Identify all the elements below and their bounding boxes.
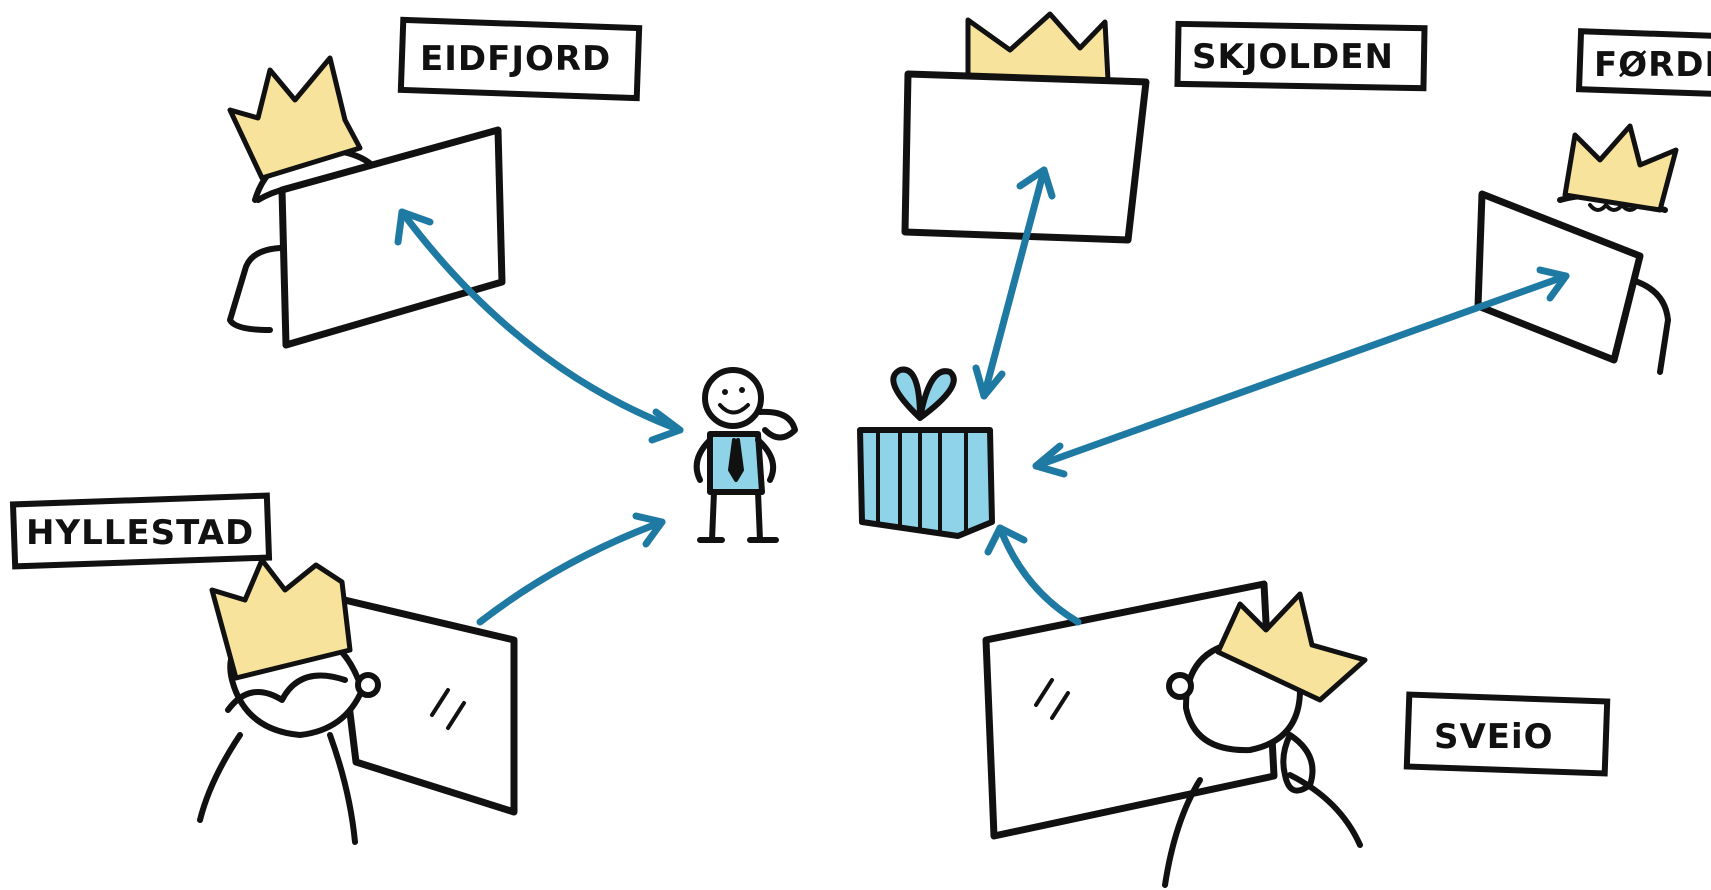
person-icon — [693, 367, 798, 543]
location-label-hyllestad: HYLLESTAD — [26, 513, 254, 553]
arrow-icon — [1032, 272, 1570, 470]
arrow-head — [984, 524, 1028, 556]
person-legs — [709, 489, 763, 543]
participant-eidfjord — [227, 55, 506, 349]
person-body — [227, 245, 283, 333]
person-smile — [718, 403, 750, 415]
screen-glare — [1034, 678, 1070, 720]
arrow-head — [1016, 166, 1056, 200]
person-hair — [225, 672, 348, 713]
person-body — [1629, 277, 1671, 375]
participant-sveio — [982, 580, 1368, 888]
arrow-head — [1032, 442, 1068, 478]
computer-screen-icon — [982, 580, 1278, 840]
person-ear — [355, 672, 381, 698]
location-label-sveio: SVEiO — [1434, 717, 1554, 757]
computer-screen-icon — [332, 594, 518, 816]
person-ponytail — [757, 408, 798, 441]
gift-icon — [857, 366, 995, 539]
participant-forde — [1474, 123, 1679, 375]
location-label-skjolden: SKJOLDEN — [1192, 37, 1394, 77]
label-skjolden: SKJOLDEN — [1174, 20, 1428, 92]
person-eye — [739, 387, 745, 393]
arrow-icon — [996, 524, 1082, 626]
label-forde: FØRDE — [1575, 28, 1711, 98]
arrow-head — [648, 408, 684, 444]
person-body — [1162, 772, 1363, 888]
participant-skjolden — [901, 11, 1150, 244]
label-sveio: SVEiO — [1403, 691, 1611, 777]
crown-icon — [209, 557, 353, 681]
arrow-head — [1536, 266, 1570, 302]
computer-screen-icon — [901, 70, 1150, 244]
crown-icon — [965, 11, 1111, 83]
location-label-forde: FØRDE — [1594, 45, 1711, 85]
gift-bow — [890, 366, 957, 421]
computer-screen-icon — [278, 126, 506, 349]
crown-icon — [1215, 591, 1368, 703]
label-hyllestad: HYLLESTAD — [9, 492, 273, 570]
crown-icon — [1562, 123, 1679, 213]
person-arms — [693, 437, 776, 483]
arrow-head — [632, 512, 666, 548]
arrow-head — [394, 208, 434, 246]
arrow-icon — [980, 166, 1048, 400]
arrows — [394, 166, 1570, 626]
arrow-head — [972, 364, 1006, 400]
location-label-eidfjord: EIDFJORD — [420, 39, 611, 79]
label-eidfjord: EIDFJORD — [397, 16, 643, 102]
arrow-icon — [476, 518, 666, 626]
gift-box — [857, 427, 995, 539]
person-hair-fringe — [1588, 203, 1640, 212]
person-head — [702, 367, 764, 429]
person-ear — [1166, 672, 1194, 700]
screen-glare — [430, 688, 466, 730]
person-eye — [722, 389, 728, 395]
arrow-icon — [398, 208, 684, 434]
gift-stripes — [876, 430, 968, 534]
participant-hyllestad — [197, 557, 518, 845]
person-tie — [728, 438, 744, 482]
crown-icon — [227, 55, 363, 181]
person-body — [197, 732, 358, 845]
